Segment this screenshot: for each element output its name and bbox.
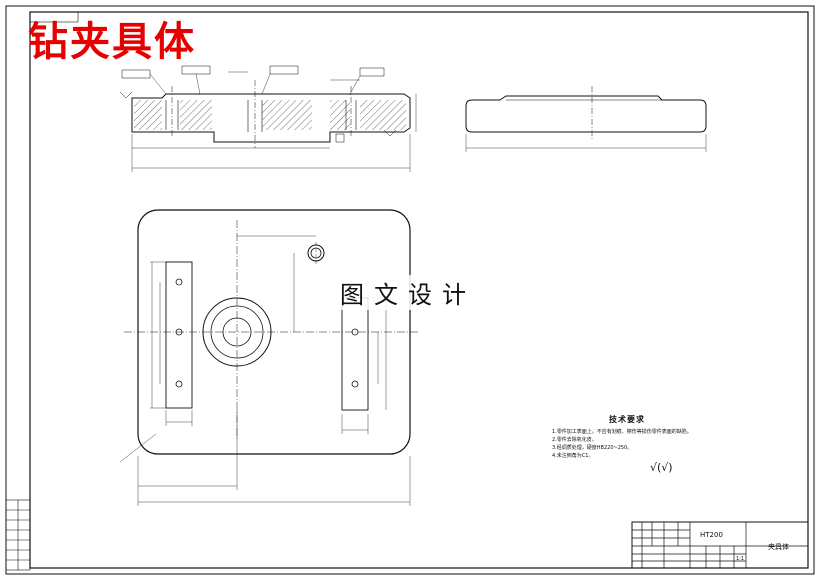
part-name-label: 夹具体: [768, 543, 789, 551]
inner-border: [29, 11, 809, 569]
title-block: [631, 521, 809, 569]
side-view: [465, 86, 707, 152]
drawing-title: 钻夹具体: [28, 18, 196, 65]
top-view: [119, 209, 420, 506]
technical-requirements: 技术要求 1.零件加工表面上，不应有划痕、擦伤等损伤零件表面的缺陷。 2.零件去…: [552, 416, 702, 460]
stamp-column: [5, 499, 31, 571]
requirement-item: 3.经调质处理，硬度HB220~250。: [552, 445, 633, 451]
technical-requirements-title: 技术要求: [609, 415, 645, 424]
requirement-item: 1.零件加工表面上，不应有划痕、擦伤等损伤零件表面的缺陷。: [552, 429, 692, 435]
requirement-item: 2.零件去除氧化皮。: [552, 437, 597, 443]
roughness-symbol: √(√): [650, 461, 673, 474]
watermark-text: 图文设计: [336, 275, 480, 310]
requirement-item: 4.未注倒角为C1。: [552, 453, 594, 459]
scale-label: 1:1: [736, 556, 745, 562]
outer-border: [5, 5, 815, 575]
corner-box: [29, 11, 79, 23]
material-label: HT200: [700, 531, 723, 539]
front-section-view: [119, 65, 417, 172]
